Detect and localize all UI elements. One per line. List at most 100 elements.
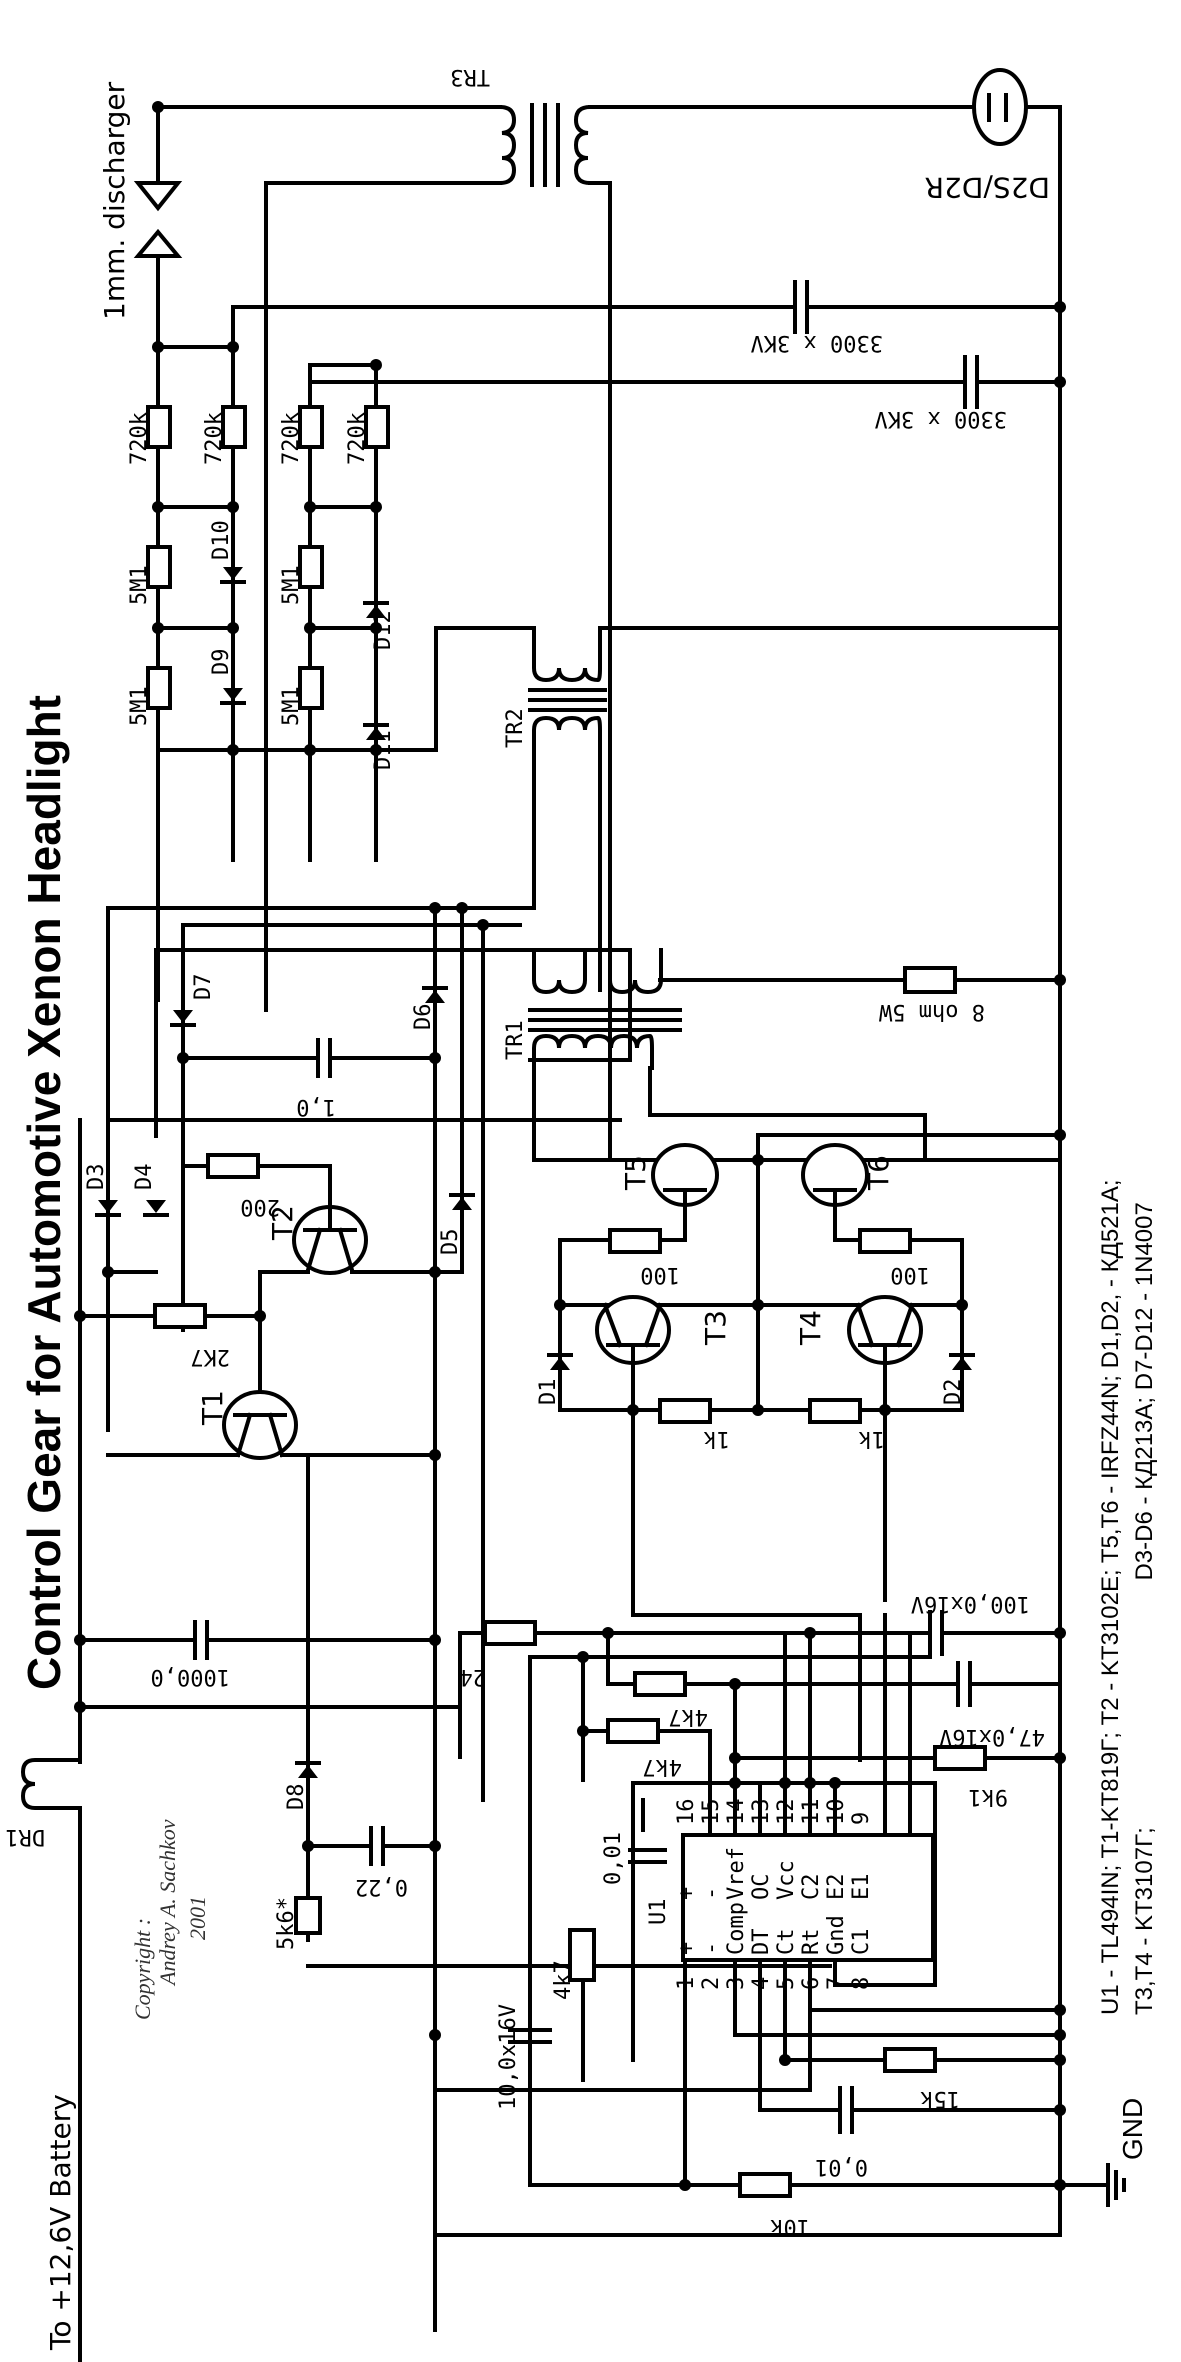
svg-text:0,22: 0,22 bbox=[355, 1874, 408, 1899]
svg-text:9k1: 9k1 bbox=[968, 1784, 1008, 1809]
ic-pin-name: C1 bbox=[849, 1929, 874, 1956]
ic-pin-name: - bbox=[699, 1942, 724, 1955]
ic-pin-name: DT bbox=[749, 1929, 774, 1956]
battery-label: To +12,6V Battery bbox=[44, 2094, 77, 2351]
svg-text:DR1: DR1 bbox=[5, 1824, 45, 1849]
resistor-5m1-3: 5M1 bbox=[279, 545, 324, 605]
svg-text:2001: 2001 bbox=[185, 1896, 210, 1940]
svg-text:100: 100 bbox=[890, 1262, 930, 1287]
resistor-24: 24 bbox=[460, 1620, 537, 1689]
ground-symbol: GND bbox=[1058, 2098, 1148, 2207]
discharger-label: 1mm. discharger bbox=[98, 81, 131, 320]
ic-pin-number: 15 bbox=[699, 1799, 724, 1826]
svg-text:TR1: TR1 bbox=[503, 1020, 528, 1060]
ic-pin-name: + bbox=[674, 1887, 699, 1900]
svg-text:15k: 15k bbox=[920, 2086, 960, 2111]
svg-text:D4: D4 bbox=[132, 1164, 157, 1191]
ic-pin-name: - bbox=[699, 1887, 724, 1900]
capacitor-3300-a: 3300 x 3KV bbox=[751, 280, 883, 355]
mosfet-t6: T6 bbox=[801, 1143, 895, 1242]
transformer-tr3: TR3 bbox=[450, 64, 593, 187]
svg-text:D2: D2 bbox=[941, 1379, 966, 1406]
resistor-100-t5: 100 bbox=[608, 1228, 680, 1287]
svg-text:T2: T2 bbox=[266, 1205, 299, 1241]
resistor-2k7: 2K7 bbox=[153, 1303, 230, 1369]
svg-text:24: 24 bbox=[460, 1664, 487, 1689]
diode-d5: D5 bbox=[438, 1193, 475, 1256]
svg-text:5M1: 5M1 bbox=[127, 565, 152, 605]
resistor-5m1-1: 5M1 bbox=[127, 545, 172, 605]
resistor-720k-3: 720k bbox=[279, 405, 324, 465]
resistor-1k-t3: 1k bbox=[658, 1398, 730, 1451]
svg-text:8 ohm 5W: 8 ohm 5W bbox=[878, 999, 985, 1024]
diode-d7: D7 bbox=[170, 974, 216, 1027]
resistor-720k-2: 720k bbox=[202, 405, 247, 465]
ic-pin-name: Vcc bbox=[774, 1860, 799, 1900]
capacitor-1000uf: 1000,0 bbox=[151, 1620, 230, 1689]
ic-pin-number: 12 bbox=[774, 1799, 799, 1826]
resistor-9k1: 9k1 bbox=[933, 1745, 1008, 1809]
svg-text:720k: 720k bbox=[279, 412, 304, 465]
ic-pin-name: Comp bbox=[724, 1902, 749, 1955]
spark-gap-discharger: 1mm. discharger bbox=[98, 81, 183, 1002]
ic-pin-name: Vref bbox=[724, 1847, 749, 1900]
svg-text:D11: D11 bbox=[371, 730, 396, 770]
schematic-title: Control Gear for Automotive Xenon Headli… bbox=[18, 695, 70, 1690]
ic-pin-name: E2 bbox=[824, 1874, 849, 1901]
diode-d2: D2 bbox=[941, 1353, 975, 1406]
resistor-1k-t4: 1k bbox=[808, 1398, 886, 1451]
diode-d1: D1 bbox=[536, 1353, 573, 1406]
capacitor-1uf: 1,0 bbox=[296, 1038, 336, 1119]
svg-text:1,0: 1,0 bbox=[296, 1094, 336, 1119]
resistor-100-t6: 100 bbox=[858, 1228, 930, 1287]
svg-text:1k: 1k bbox=[859, 1426, 886, 1451]
ic-pin-number: 11 bbox=[799, 1799, 824, 1826]
parts-note-line1: U1 - TL494IN; T1-KT819Г; T2 - KT3102E; T… bbox=[1097, 1179, 1124, 2015]
ic-pin-number: 13 bbox=[749, 1799, 774, 1826]
svg-text:47,0x16V: 47,0x16V bbox=[939, 1724, 1045, 1749]
copyright: Copyright : Andrey A. Sachkov 2001 bbox=[130, 1819, 210, 2020]
svg-text:D1: D1 bbox=[536, 1379, 561, 1406]
capacitor-001-b: 0,01 bbox=[815, 2086, 868, 2179]
svg-text:TR2: TR2 bbox=[503, 708, 528, 748]
svg-text:4k7: 4k7 bbox=[551, 1960, 576, 2000]
capacitor-001-a: 0,01 bbox=[601, 1832, 667, 1885]
svg-text:0,01: 0,01 bbox=[601, 1832, 626, 1885]
diode-d11: D11 bbox=[363, 723, 396, 770]
diode-d8: D8 bbox=[284, 1761, 321, 1810]
transistor-t1: T1 bbox=[196, 1390, 298, 1460]
ic-pin-number: 14 bbox=[724, 1799, 749, 1826]
transistor-t3: T3 bbox=[595, 1295, 732, 1412]
svg-text:T1: T1 bbox=[196, 1390, 229, 1426]
capacitor-10uf: 10,0x16V bbox=[496, 2004, 552, 2110]
resistor-5m1-4: 5M1 bbox=[279, 666, 324, 726]
ic-pin-number: 9 bbox=[849, 1812, 874, 1825]
tr3-label: TR3 bbox=[450, 64, 490, 89]
svg-text:720k: 720k bbox=[202, 412, 227, 465]
svg-text:D5: D5 bbox=[438, 1229, 463, 1256]
resistor-5m1-2: 5M1 bbox=[127, 666, 172, 726]
diode-d4: D4 bbox=[132, 1164, 169, 1217]
diode-d9: D9 bbox=[209, 649, 246, 705]
ic-pin-name: Gnd bbox=[824, 1915, 849, 1955]
svg-text:3300 x 3KV: 3300 x 3KV bbox=[751, 330, 883, 355]
inductor-dr1: DR1 bbox=[5, 1758, 82, 1849]
svg-text:D6: D6 bbox=[411, 1004, 436, 1031]
ic-pin-name: E1 bbox=[849, 1874, 874, 1901]
mosfet-t5: T5 bbox=[619, 1143, 719, 1242]
ic-pin-name: OC bbox=[749, 1874, 774, 1901]
capacitor-3300-b: 3300 x 3KV bbox=[875, 355, 1007, 431]
resistor-5k6: 5k6* bbox=[274, 1896, 322, 1950]
resistor-8ohm-5w: 8 ohm 5W bbox=[878, 966, 985, 1024]
svg-text:100,0x16V: 100,0x16V bbox=[911, 1591, 1030, 1616]
svg-text:T4: T4 bbox=[794, 1310, 827, 1346]
svg-text:2K7: 2K7 bbox=[190, 1344, 230, 1369]
ic-pin-number: 16 bbox=[674, 1799, 699, 1826]
ic-pin-number: 10 bbox=[824, 1799, 849, 1826]
svg-text:U1: U1 bbox=[646, 1899, 671, 1926]
svg-text:5M1: 5M1 bbox=[279, 565, 304, 605]
svg-text:D3: D3 bbox=[84, 1164, 109, 1191]
svg-text:Andrey A. Sachkov: Andrey A. Sachkov bbox=[155, 1819, 180, 1987]
